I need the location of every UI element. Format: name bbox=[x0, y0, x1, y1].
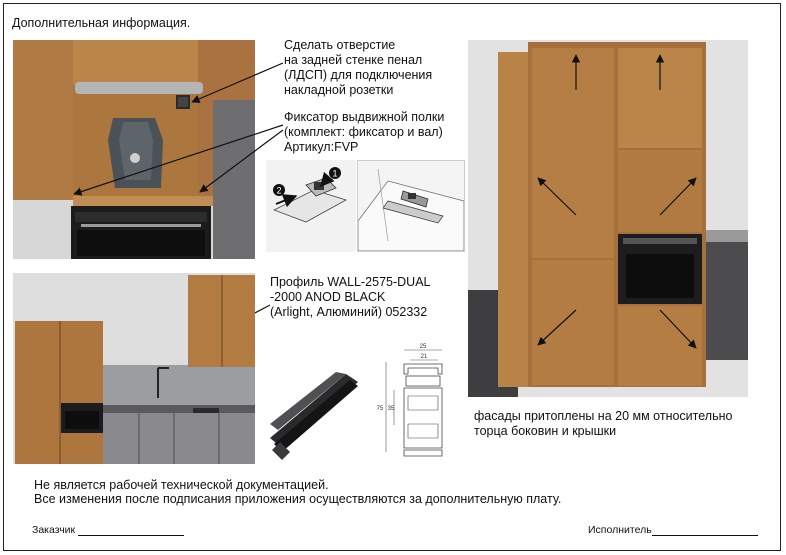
dim-height-inner: 35 bbox=[388, 406, 395, 412]
page-title: Дополнительная информация. bbox=[12, 16, 191, 30]
step-1-label: 1 bbox=[332, 169, 337, 179]
cabinet-interior-illustration bbox=[13, 40, 255, 259]
profile-cross-section: 25 21 75 35 bbox=[368, 340, 458, 464]
dim-height-total: 75 bbox=[377, 406, 384, 412]
contractor-signature-line[interactable] bbox=[652, 523, 758, 536]
profile-section-drawing: 25 21 75 35 bbox=[377, 344, 443, 457]
customer-label: Заказчик bbox=[32, 524, 76, 536]
render-kitchen bbox=[13, 273, 255, 464]
footer-note-2: Все изменения после подписания приложени… bbox=[34, 492, 562, 506]
annotation-shelf-fixator: Фиксатор выдвижной полки (комплект: фикс… bbox=[284, 110, 445, 154]
tall-cabinet-illustration bbox=[468, 40, 748, 397]
step-2-label: 2 bbox=[276, 186, 281, 196]
render-cabinet-interior bbox=[13, 40, 255, 259]
kitchen-illustration bbox=[13, 273, 255, 464]
profile-extrusion-drawing bbox=[270, 372, 358, 460]
fixator-rail-drawing bbox=[357, 168, 465, 252]
document-sheet bbox=[3, 3, 781, 551]
fixator-detail-left: 2 1 bbox=[266, 160, 356, 252]
profile-3d-image bbox=[266, 368, 362, 464]
render-tall-cabinet bbox=[468, 40, 748, 397]
dim-width-top: 25 bbox=[420, 344, 427, 350]
fixator-detail-right bbox=[357, 160, 465, 252]
dim-width-inner: 21 bbox=[421, 354, 428, 360]
annotation-facades: фасады притоплены на 20 мм относительно … bbox=[474, 409, 733, 438]
annotation-profile: Профиль WALL-2575-DUAL -2000 ANOD BLACK … bbox=[270, 275, 431, 319]
fixator-assembly-drawing: 2 1 bbox=[273, 167, 348, 223]
customer-signature-line[interactable] bbox=[78, 523, 184, 536]
annotation-socket-hole: Сделать отверстие на задней стенке пенал… bbox=[284, 38, 433, 97]
footer-note-1: Не является рабочей технической документ… bbox=[34, 478, 329, 492]
contractor-label: Исполнитель bbox=[588, 524, 652, 536]
